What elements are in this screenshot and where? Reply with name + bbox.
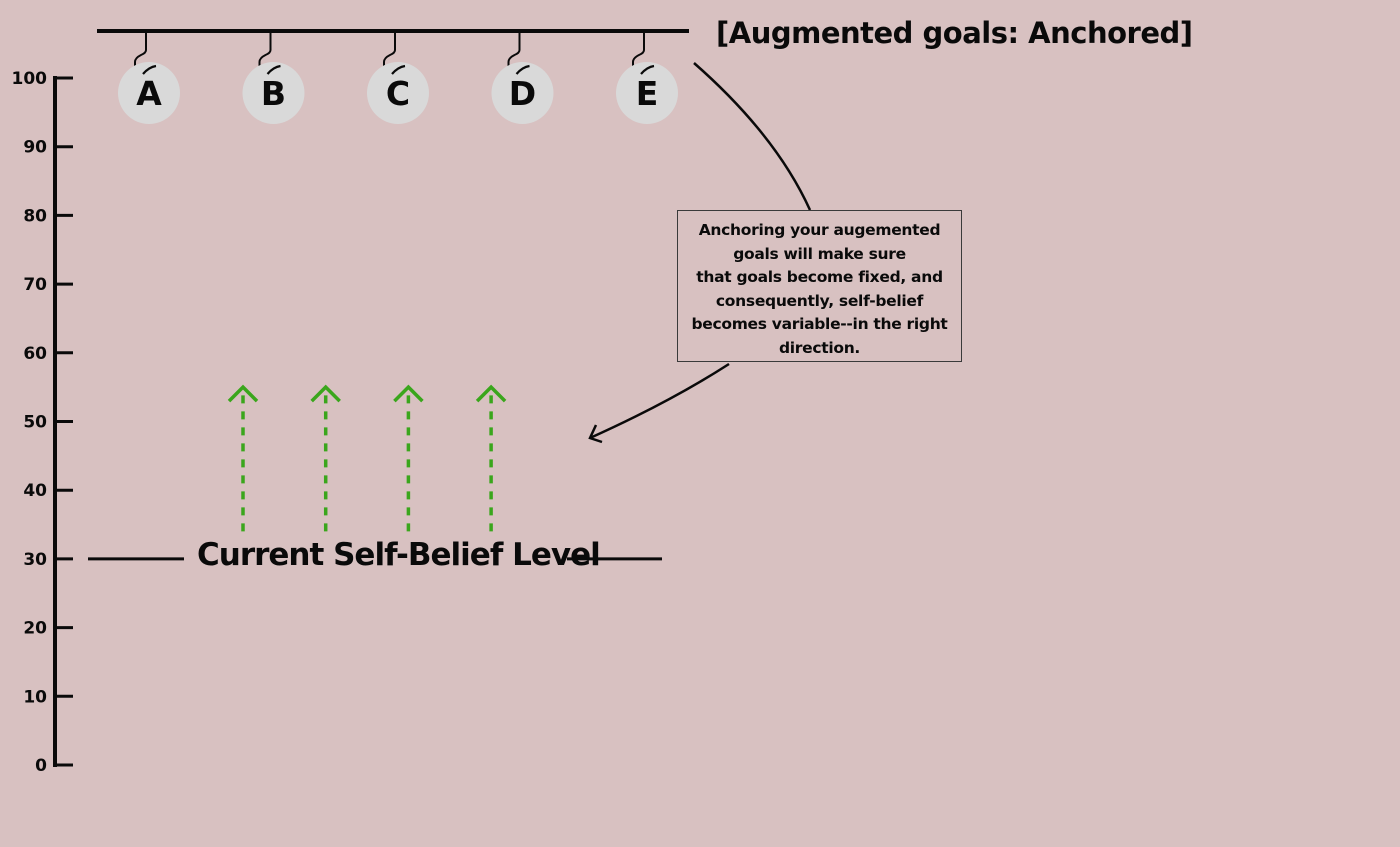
y-tick-label: 90	[23, 138, 47, 158]
rising-arrow	[475, 384, 507, 532]
goal-label: D	[509, 74, 536, 113]
goal-hook-tip-icon	[266, 64, 281, 75]
goal-hook-tip-icon	[640, 64, 655, 75]
goal-marker: D	[491, 31, 554, 124]
goal-hook-tip-icon	[391, 64, 406, 75]
goal-circle	[616, 62, 678, 124]
goal-marker: C	[367, 31, 429, 124]
goal-label: A	[136, 74, 162, 113]
note-line: that goals become fixed, and	[696, 268, 943, 286]
y-tick-label: 0	[35, 756, 47, 776]
goal-label: C	[386, 74, 410, 113]
callout-line-top	[693, 62, 812, 211]
y-tick-label: 30	[23, 550, 47, 570]
callout-arrowhead-icon	[588, 424, 603, 444]
goal-hook-tip-icon	[142, 64, 157, 75]
goal-label: E	[636, 74, 659, 113]
rising-arrow	[227, 384, 259, 532]
goal-hook-icon	[258, 31, 272, 66]
goal-hook-icon	[134, 31, 147, 66]
note-line: Anchoring your augemented	[698, 221, 941, 239]
annotation-note: Anchoring your augemented goals will mak…	[677, 210, 962, 362]
rising-arrow	[310, 384, 341, 532]
callout-line-bottom	[589, 362, 730, 440]
y-tick-label: 80	[23, 206, 47, 226]
goal-circle	[242, 62, 305, 124]
y-tick-label: 20	[23, 619, 47, 639]
goal-hook-icon	[507, 31, 521, 66]
note-line: goals will make sure	[733, 244, 906, 263]
current-level-label: Current Self-Belief Level	[197, 537, 601, 573]
note-line: direction.	[778, 338, 861, 357]
goal-hook-tip-icon	[515, 64, 530, 75]
goal-circle	[367, 62, 429, 124]
y-tick-label: 10	[23, 687, 47, 707]
callout-connector	[588, 62, 812, 444]
arrow-head-icon	[393, 384, 424, 403]
y-tick-label: 100	[12, 69, 48, 89]
goal-hook-icon	[632, 31, 645, 66]
goal-marker: E	[616, 31, 678, 124]
goal-marker: A	[118, 31, 180, 124]
note-line: consequently, self-belief	[715, 291, 924, 310]
note-line: becomes variable--in the right	[691, 315, 948, 333]
arrow-head-icon	[475, 384, 507, 403]
y-tick-label: 50	[23, 413, 47, 433]
y-tick-label: 40	[23, 481, 47, 501]
rising-arrow	[393, 384, 424, 532]
arrow-head-icon	[227, 384, 259, 403]
y-tick-label: 70	[23, 275, 47, 295]
arrow-head-icon	[310, 384, 341, 403]
goal-circle	[118, 62, 180, 124]
goal-rail: A B C D E	[97, 29, 689, 124]
diagram-title: [Augmented goals: Anchored]	[716, 16, 1193, 50]
y-tick-label: 60	[23, 344, 47, 364]
goal-marker: B	[242, 31, 305, 124]
goal-circle	[491, 62, 554, 124]
rising-arrows	[227, 384, 507, 532]
goal-hook-icon	[383, 31, 396, 66]
goal-label: B	[261, 74, 286, 113]
